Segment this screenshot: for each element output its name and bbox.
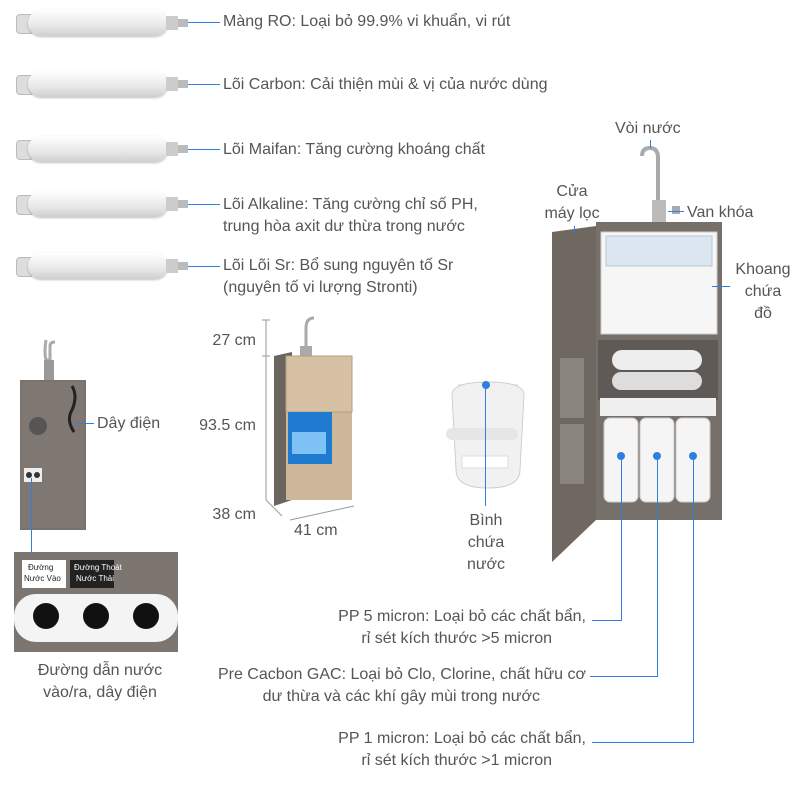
- dim-depth: 38 cm: [212, 506, 256, 523]
- cartridge-alkaline: [14, 187, 190, 221]
- label-maifan: Lõi Maifan: Tăng cường khoáng chất: [223, 141, 485, 158]
- leader-ports: [31, 478, 32, 552]
- dim-height: 93.5 cm: [199, 417, 256, 434]
- ports-closeup: [14, 552, 178, 652]
- label-pp1-2: rỉ sét kích thước >1 micron: [361, 752, 552, 769]
- label-pp1: PP 1 micron: Loại bỏ các chất bẩn,: [338, 730, 586, 747]
- label-tank-3: nước: [466, 556, 506, 573]
- leader-faucet: [650, 140, 651, 148]
- label-sr-2: (nguyên tố vi lượng Stronti): [223, 279, 418, 296]
- dim-width: 41 cm: [294, 522, 338, 539]
- leader-ro: [188, 22, 220, 23]
- label-ports: Đường dẫn nước: [37, 662, 163, 679]
- leader-pp1-h: [592, 742, 694, 743]
- leader-valve: [668, 211, 684, 212]
- label-gac: Pre Cacbon GAC: Loại bỏ Clo, Clorine, ch…: [217, 666, 586, 683]
- label-sr: Lõi Lõi Sr: Bổ sung nguyên tố Sr: [223, 257, 454, 274]
- leader-carbon: [188, 84, 220, 85]
- label-door-1: Cửa: [556, 183, 588, 200]
- label-gac-2: dư thừa và các khí gây mùi trong nước: [262, 688, 540, 705]
- leader-gac-v: [657, 456, 658, 676]
- dimension-product: [274, 316, 353, 506]
- leader-door: [574, 226, 575, 234]
- label-pp5: PP 5 micron: Loại bỏ các chất bẩn,: [338, 608, 586, 625]
- leader-pp5-v: [621, 456, 622, 620]
- cartridge-maifan: [14, 132, 190, 166]
- label-door-2: máy lọc: [544, 205, 600, 222]
- leader-tank: [485, 386, 486, 506]
- label-carbon: Lõi Carbon: Cải thiện mùi & vị của nước …: [223, 76, 548, 93]
- tag-water-out-2: Nước Thải: [76, 574, 115, 583]
- label-ro: Màng RO: Loại bỏ 99.9% vi khuẩn, vi rút: [223, 13, 511, 30]
- tag-water-in: Đường: [28, 563, 54, 572]
- label-ports-2: vào/ra, dây điện: [43, 684, 157, 701]
- leader-pp5-h: [592, 620, 622, 621]
- label-storage-3: đồ: [754, 305, 772, 322]
- label-alkaline-2: trung hòa axit dư thừa trong nước: [223, 218, 465, 235]
- label-valve: Van khóa: [687, 204, 754, 221]
- leader-cable: [76, 423, 94, 424]
- label-storage-2: chứa: [744, 283, 782, 300]
- leader-gac-h: [590, 676, 658, 677]
- leader-storage: [712, 286, 730, 287]
- leader-maifan: [188, 149, 220, 150]
- leader-sr: [188, 266, 220, 267]
- label-pp5-2: rỉ sét kích thước >5 micron: [361, 630, 552, 647]
- back-view-cabinet: [20, 339, 86, 530]
- water-tank: [446, 381, 525, 489]
- label-storage-1: Khoang: [735, 261, 791, 278]
- dimension-lines: [262, 319, 355, 521]
- cartridge-sr: [14, 249, 190, 283]
- label-tank-2: chứa: [467, 534, 505, 551]
- label-tank-1: Bình: [469, 512, 503, 529]
- dim-top: 27 cm: [212, 332, 256, 349]
- leader-alkaline: [188, 204, 220, 205]
- leader-pp1-v: [693, 456, 694, 742]
- cartridge-ro: [14, 6, 190, 40]
- tag-water-out: Đường Thoát: [74, 563, 122, 572]
- label-cable: Dây điện: [97, 415, 161, 432]
- label-alkaline: Lõi Alkaline: Tăng cường chỉ số PH,: [223, 196, 478, 213]
- label-faucet: Vòi nước: [615, 120, 681, 137]
- cartridge-carbon: [14, 67, 190, 101]
- tag-water-in-2: Nước Vào: [24, 574, 61, 583]
